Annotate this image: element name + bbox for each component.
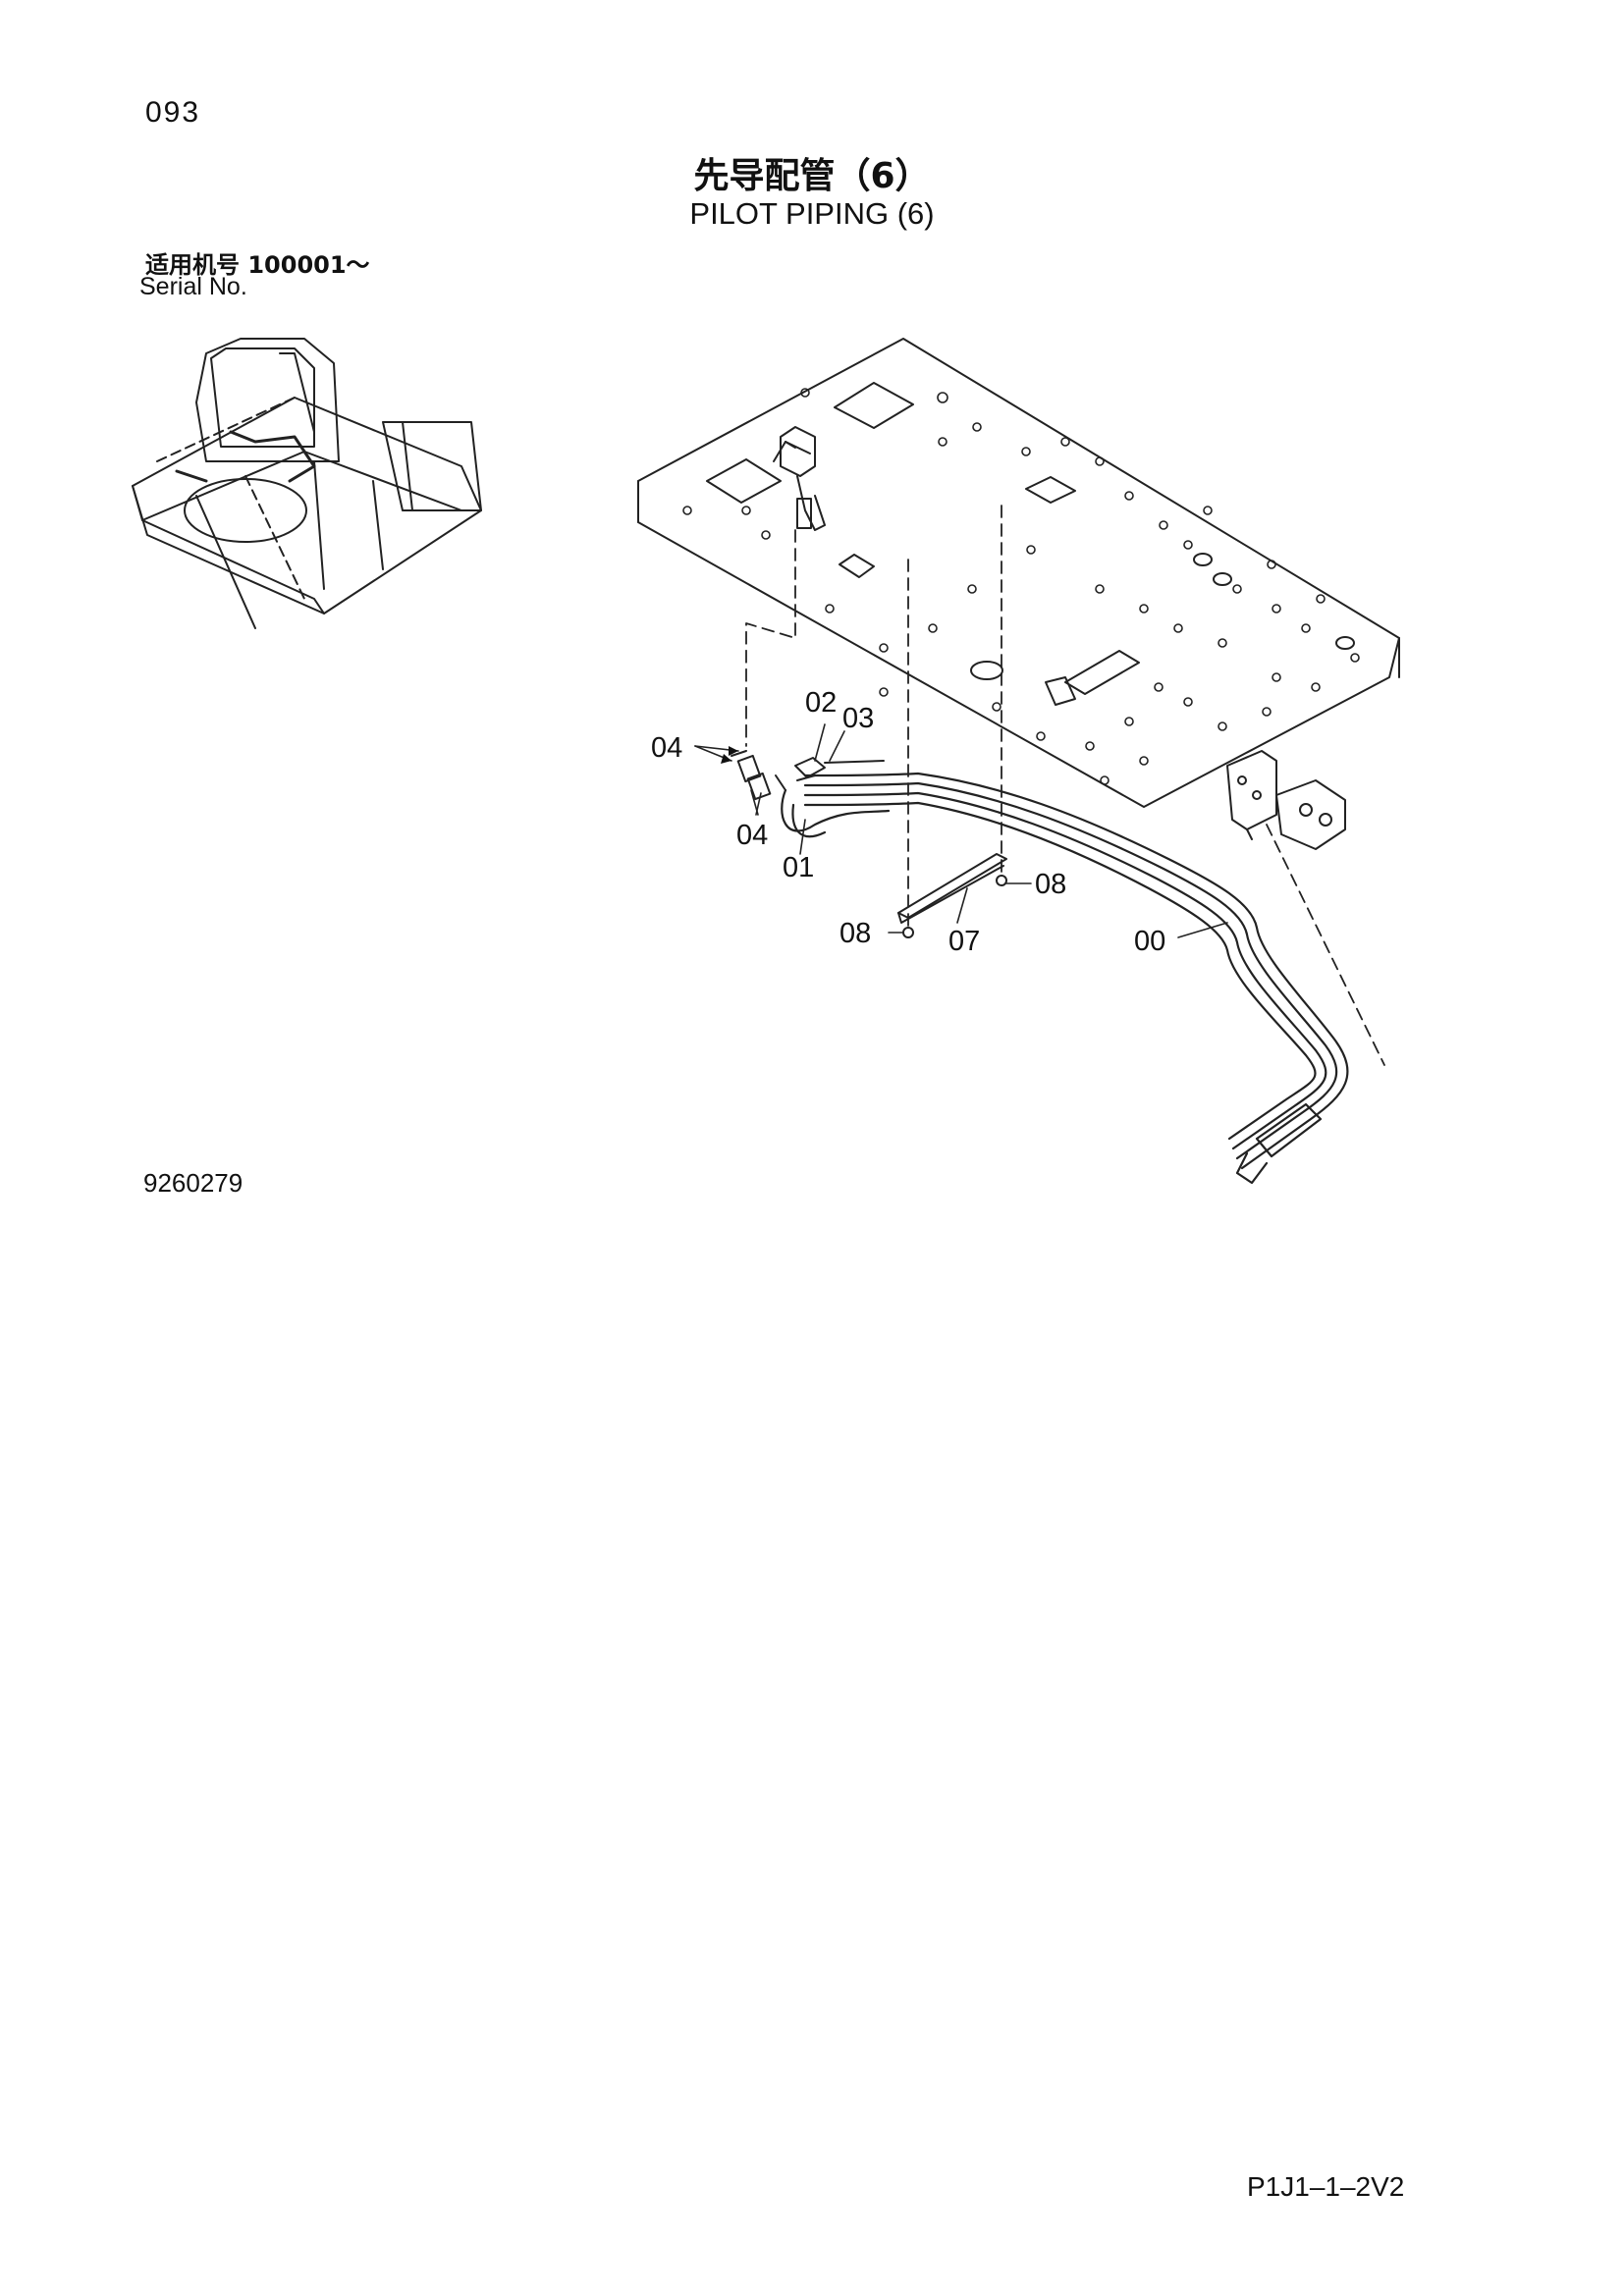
callout-label: 04: [736, 820, 768, 851]
callout-label: 07: [948, 926, 980, 957]
serial-label-english: Serial No.: [139, 273, 247, 300]
callout-label: 00: [1134, 926, 1165, 957]
callout-leaders: [694, 723, 1228, 938]
document-code: P1J1–1–2V2: [1247, 2171, 1405, 2202]
hose-bundle: [781, 772, 1349, 1185]
floor-plate: [637, 338, 1400, 808]
callout-label: 03: [842, 703, 874, 734]
callout-label: 08: [839, 918, 871, 949]
machine-overview-thumbnail: [132, 338, 482, 629]
leader-lines: [745, 505, 1385, 1066]
hose-fittings: [731, 750, 885, 801]
title-english: PILOT PIPING (6): [689, 196, 935, 231]
serial-label-chinese: 适用机号 100001～: [145, 251, 370, 279]
callout-label: 01: [783, 852, 814, 883]
pilot-valve-assembly: [780, 426, 826, 531]
callout-label: 08: [1035, 869, 1066, 900]
page-number: 093: [145, 96, 201, 129]
title-chinese: 先导配管（6）: [693, 156, 931, 196]
callout-label: 04: [651, 732, 682, 764]
callout-label: 02: [805, 687, 837, 719]
drawing-number: 9260279: [143, 1168, 244, 1198]
joint-bracket: [1226, 750, 1346, 850]
